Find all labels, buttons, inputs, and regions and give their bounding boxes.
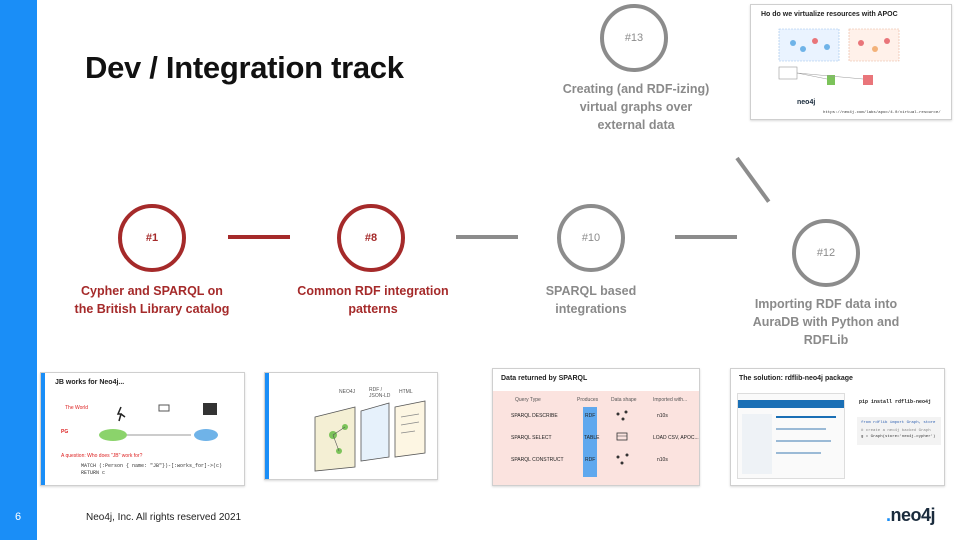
row-1-query: SPARQL DESCRIBE <box>511 413 558 419</box>
row-1-produces: RDF <box>585 413 596 419</box>
row-2-imported: LOAD CSV, APOC... <box>653 435 699 441</box>
neo4j-logo: .neo4j <box>886 505 936 526</box>
virtualize-diagram <box>778 28 900 85</box>
thumb-title: The solution: rdflib-neo4j package <box>739 375 853 382</box>
row-3-imported: n10s <box>657 457 668 463</box>
jb-graph-diagram <box>99 403 218 441</box>
row-1-imported: n10s <box>657 413 668 419</box>
building-icon <box>203 403 217 415</box>
milestone-8-label: Common RDF integration patterns <box>297 284 449 316</box>
neo4j-label: NEO4J <box>339 389 356 395</box>
row-3-produces: RDF <box>585 457 596 463</box>
code-line-2: # create a neo4j backed Graph <box>861 429 931 433</box>
thumbnail-apoc-virtual-resources[interactable]: Ho do we virtualize resources with APOC … <box>750 4 952 120</box>
laptop-icon <box>158 404 170 412</box>
the-world-label: The World <box>65 405 88 411</box>
question-text: A question: Who does "JB" work for? <box>61 453 143 459</box>
thumb-accent-bar <box>41 373 45 485</box>
milestone-13[interactable]: #13 <box>600 4 668 72</box>
node-company <box>194 429 218 441</box>
pip-install-command: pip install rdflib-neo4j <box>859 399 932 405</box>
thumb-title: JB works for Neo4j... <box>55 379 125 386</box>
milestone-12-number: #12 <box>816 247 836 259</box>
milestone-13-label: Creating (and RDF-izing) virtual graphs … <box>562 82 710 132</box>
thumbnail-rdflib-neo4j[interactable]: The solution: rdflib-neo4j package pip i… <box>730 368 945 486</box>
milestone-12[interactable]: #12 <box>792 219 860 287</box>
connector-1-8 <box>228 235 290 239</box>
logo-text: neo4j <box>890 505 936 525</box>
person-icon <box>116 406 126 422</box>
html-label: HTML <box>399 389 413 395</box>
col-produces: Produces <box>577 397 599 403</box>
milestone-10[interactable]: #10 <box>557 204 625 272</box>
milestone-8-number: #8 <box>364 232 378 244</box>
footer-copyright: Neo4j, Inc. All rights reserved 2021 <box>86 512 242 523</box>
thumbnail-sparql-data[interactable]: Data returned by SPARQL Query Type Produ… <box>492 368 700 486</box>
layered-views-illustration <box>314 400 426 472</box>
query-line-1: MATCH (:Person { name: "JB"})-[:works_fo… <box>81 463 223 469</box>
code-block <box>857 417 941 445</box>
apoc-neo4j-logo: neo4j <box>797 99 816 106</box>
col-query-type: Query Type <box>515 397 541 403</box>
col-data-shape: Data shape <box>611 397 637 403</box>
milestone-13-number: #13 <box>624 32 644 44</box>
produces-column-highlight <box>583 407 597 477</box>
slide-number: 6 <box>14 511 22 523</box>
pg-label: PG <box>61 429 69 435</box>
data-shape-icons <box>616 410 629 465</box>
thumb-accent-bar <box>265 373 269 479</box>
thumb-title: Data returned by SPARQL <box>501 375 588 382</box>
milestone-12-label: Importing RDF data into AuraDB with Pyth… <box>752 297 900 347</box>
connector-12-13 <box>735 156 771 203</box>
milestone-1-number: #1 <box>145 232 159 244</box>
row-2-produces: TABLE <box>584 435 600 441</box>
row-2-query: SPARQL SELECT <box>511 435 552 441</box>
milestone-8[interactable]: #8 <box>337 204 405 272</box>
row-3-query: SPARQL CONSTRUCT <box>511 457 564 463</box>
milestone-10-number: #10 <box>581 232 601 244</box>
code-line-3: g = Graph(store='neo4j-cypher') <box>861 435 936 439</box>
thumb-title: Ho do we virtualize resources with APOC <box>761 11 898 18</box>
slide-title: Dev / Integration track <box>85 50 404 85</box>
connector-10-12 <box>675 235 737 239</box>
col-imported-with: Imported with... <box>653 397 688 403</box>
milestone-10-label: SPARQL based integrations <box>545 284 637 316</box>
code-line-1: from rdflib import Graph, store <box>861 421 936 425</box>
side-accent-bar <box>0 0 37 540</box>
milestone-1[interactable]: #1 <box>118 204 186 272</box>
apoc-url: https://neo4j.com/labs/apoc/4.0/virtual-… <box>823 111 941 115</box>
node-jb <box>99 429 127 441</box>
thumbnail-jb-works-for-neo4j[interactable]: JB works for Neo4j... The World PG A que… <box>40 372 245 486</box>
query-line-2: RETURN c <box>81 470 106 476</box>
thumbnail-rdf-patterns[interactable]: NEO4J RDF / JSON-LD HTML <box>264 372 438 480</box>
milestone-1-label: Cypher and SPARQL on the British Library… <box>74 284 230 316</box>
connector-8-10 <box>456 235 518 239</box>
browser-screenshot <box>737 393 845 479</box>
logo-dot-icon: . <box>886 505 891 525</box>
rdf-label: RDF / JSON-LD <box>369 387 391 399</box>
